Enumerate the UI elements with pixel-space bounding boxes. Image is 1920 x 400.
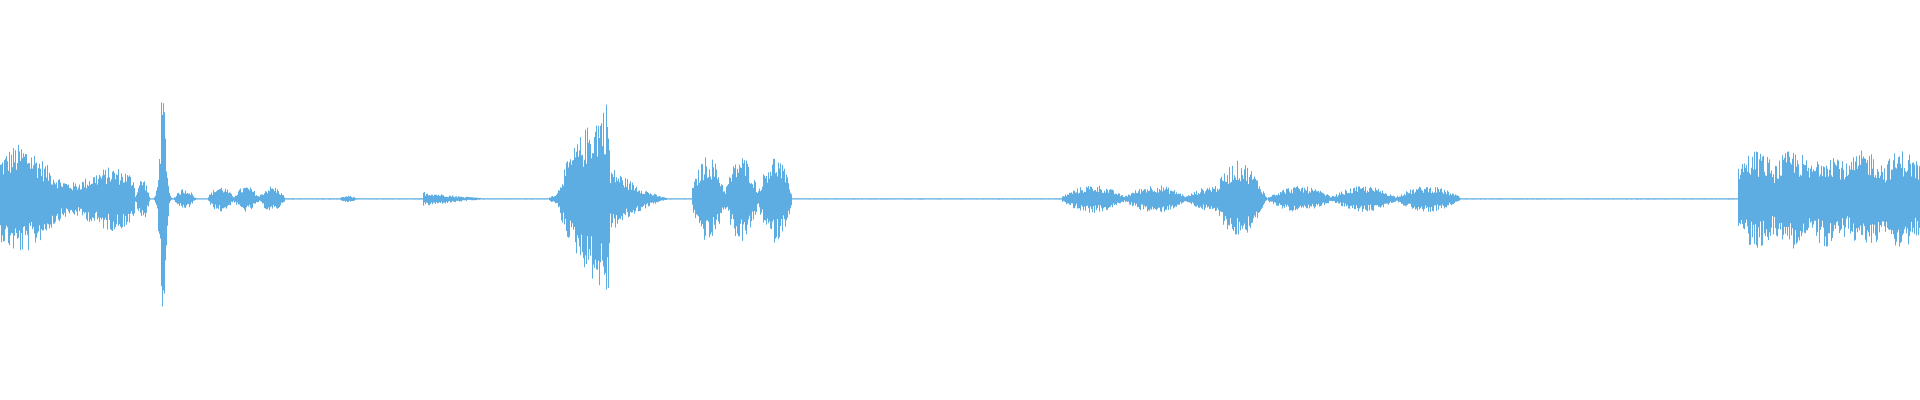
- waveform-path: [0, 102, 1920, 307]
